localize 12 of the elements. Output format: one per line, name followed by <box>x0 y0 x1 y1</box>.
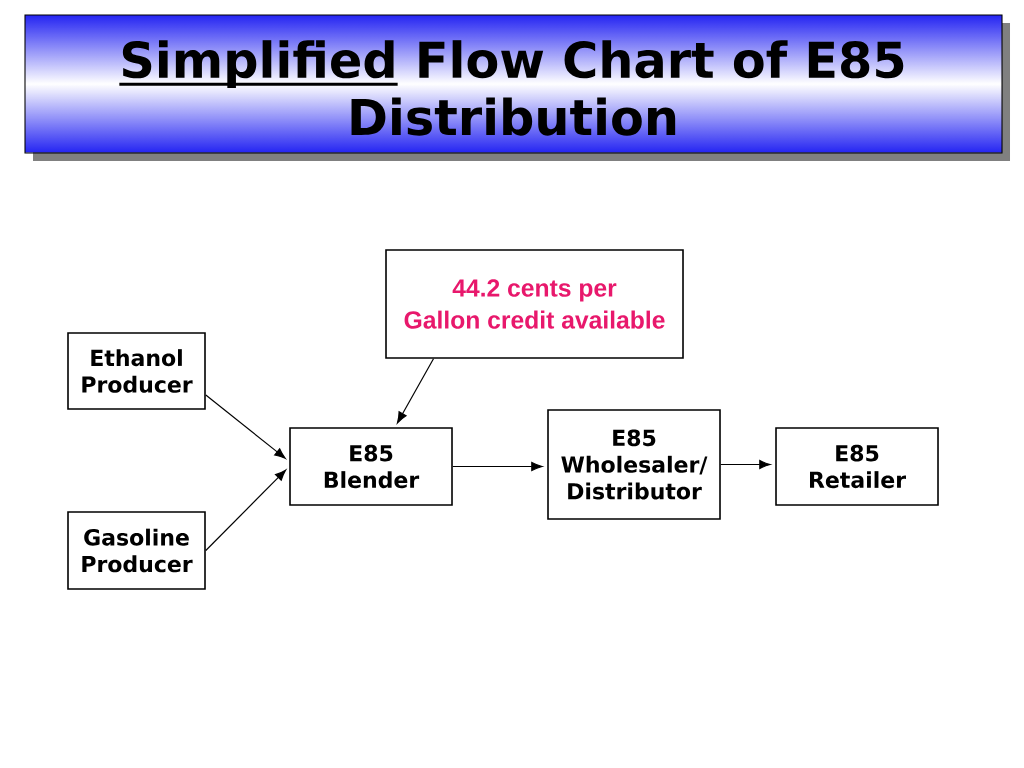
title-banner: Simplified Flow Chart of E85 Distribution <box>24 14 1010 161</box>
arrow <box>720 459 771 470</box>
process-box: E85 Retailer <box>775 427 939 506</box>
arrow <box>396 358 435 424</box>
arrow <box>205 469 287 552</box>
process-box: Ethanol Producer <box>67 332 206 410</box>
arrow <box>452 461 543 472</box>
process-box: E85 Blender <box>289 427 453 506</box>
process-box: Gasoline Producer <box>67 511 206 590</box>
note-box: 44.2 cents per Gallon credit available <box>385 249 684 359</box>
process-box: E85 Wholesaler/ Distributor <box>547 409 721 520</box>
arrow <box>205 394 286 459</box>
